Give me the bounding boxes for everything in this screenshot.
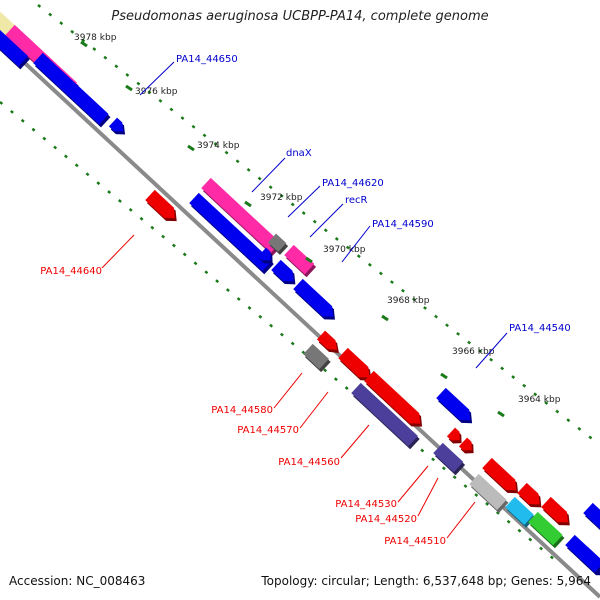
- label-connector: [287, 185, 321, 218]
- guide-line-outer-forward: [37, 4, 600, 446]
- accession-text: Accession: NC_008463: [9, 574, 146, 588]
- gene-label-pa14-44520[interactable]: PA14_44520: [355, 514, 417, 525]
- gene-label-pa14-44640[interactable]: PA14_44640: [40, 266, 102, 277]
- tick-label: 3974 kbp: [197, 141, 240, 151]
- gene-feature-forward[interactable]: [436, 387, 471, 421]
- tick-mark: [80, 40, 88, 48]
- gene-label-pa14-44570[interactable]: PA14_44570: [237, 425, 299, 436]
- label-connector: [417, 477, 439, 517]
- tick-mark: [187, 144, 195, 152]
- gene-feature-forward[interactable]: [189, 192, 273, 272]
- tick-label: 3964 kbp: [518, 395, 561, 405]
- gene-label-pa14-44530[interactable]: PA14_44530: [335, 499, 397, 510]
- gene-label-pa14-44620[interactable]: PA14_44620: [322, 178, 384, 189]
- topology-text: Topology: circular; Length: 6,537,648 bp…: [261, 574, 591, 588]
- label-connector: [397, 465, 429, 503]
- tick-label: 3970 kbp: [323, 245, 366, 255]
- gene-feature-forward[interactable]: [271, 259, 294, 282]
- tick-mark: [440, 372, 448, 380]
- label-connector: [251, 157, 286, 193]
- label-connector: [299, 391, 329, 429]
- tick-mark: [497, 410, 505, 418]
- tick-label: 3966 kbp: [452, 347, 495, 357]
- gene-label-pa14-44650[interactable]: PA14_44650: [176, 54, 238, 65]
- gene-feature-reverse[interactable]: [446, 427, 460, 441]
- gene-feature-forward[interactable]: [33, 52, 109, 125]
- label-connector: [101, 234, 135, 269]
- gene-feature-grey[interactable]: [267, 233, 287, 252]
- gene-feature-purple[interactable]: [433, 442, 464, 473]
- gene-feature-dnax[interactable]: [201, 177, 281, 253]
- gene-feature-forward[interactable]: [583, 502, 600, 529]
- gene-feature-light-grey[interactable]: [469, 473, 507, 510]
- forward-label-connectors: [139, 61, 508, 369]
- tick-mark: [244, 200, 252, 208]
- gene-feature-reverse[interactable]: [517, 482, 540, 505]
- gene-feature-reverse[interactable]: [316, 330, 338, 350]
- gene-feature-forward[interactable]: [0, 29, 29, 67]
- gene-feature-reverse[interactable]: [145, 189, 175, 219]
- gene-label-pa14-44540[interactable]: PA14_44540: [509, 323, 571, 334]
- label-connector: [446, 501, 476, 539]
- gene-feature-forward[interactable]: [565, 534, 600, 573]
- gene-label-pa14-44510[interactable]: PA14_44510: [384, 536, 446, 547]
- gene-label-pa14-44580[interactable]: PA14_44580: [211, 405, 273, 416]
- label-connector: [273, 372, 303, 409]
- label-connector: [341, 225, 371, 263]
- reverse-label-connectors: [101, 234, 476, 539]
- gene-feature-reverse[interactable]: [482, 457, 517, 491]
- gene-label-pa14-44560[interactable]: PA14_44560: [278, 457, 340, 468]
- gene-feature-forward[interactable]: [108, 117, 124, 132]
- gene-feature-cyan[interactable]: [505, 496, 534, 525]
- gene-feature-forward[interactable]: [293, 278, 334, 317]
- gene-features: [0, 11, 600, 576]
- map-title: Pseudomonas aeruginosa UCBPP-PA14, compl…: [111, 9, 489, 24]
- genome-backbone: [0, 38, 600, 599]
- gene-label-recr[interactable]: recR: [345, 195, 368, 206]
- gene-feature-green[interactable]: [528, 511, 563, 546]
- tick-marks: [80, 40, 505, 418]
- gene-feature-forward[interactable]: [257, 247, 271, 261]
- label-connector: [309, 203, 344, 238]
- gene-feature-reverse[interactable]: [364, 370, 421, 424]
- label-connector: [475, 332, 508, 369]
- tick-mark: [305, 256, 313, 264]
- tick-label: 3968 kbp: [387, 296, 430, 306]
- gene-feature-pink[interactable]: [284, 244, 315, 275]
- tick-mark: [381, 314, 389, 322]
- gene-feature-purple[interactable]: [351, 382, 418, 447]
- tick-label: 3976 kbp: [135, 87, 178, 97]
- label-connector: [340, 424, 370, 459]
- tick-label: 3972 kbp: [260, 193, 303, 203]
- label-connector: [139, 61, 175, 96]
- guide-line-inner-reverse: [0, 101, 556, 561]
- gene-feature-grey[interactable]: [303, 343, 329, 370]
- tick-mark: [125, 84, 133, 92]
- gene-feature-reverse[interactable]: [541, 496, 568, 523]
- gene-feature-reverse[interactable]: [458, 437, 472, 451]
- gene-feature-reverse[interactable]: [338, 347, 370, 378]
- gene-label-pa14-44590[interactable]: PA14_44590: [372, 219, 434, 230]
- tick-label: 3978 kbp: [74, 33, 117, 43]
- gene-label-dnax[interactable]: dnaX: [286, 148, 312, 159]
